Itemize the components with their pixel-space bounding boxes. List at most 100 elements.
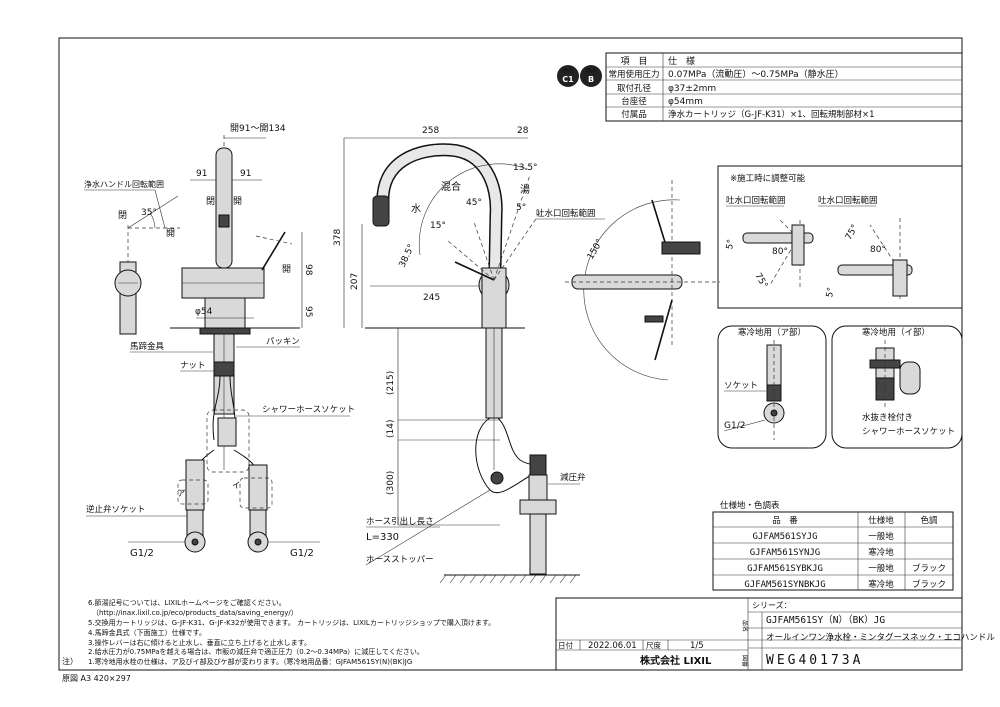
svg-text:15°: 15° bbox=[430, 221, 446, 231]
svg-text:80°: 80° bbox=[772, 247, 788, 257]
svg-text:品 番: 品 番 bbox=[772, 515, 798, 526]
spec-header-item: 項 目 bbox=[620, 56, 647, 67]
water-saving-badge-b: 節湯 B bbox=[580, 65, 602, 87]
svg-text:ナット: ナット bbox=[180, 361, 206, 371]
svg-text:(215): (215) bbox=[386, 371, 396, 395]
svg-text:寒冷地用（ア部）: 寒冷地用（ア部） bbox=[738, 327, 806, 338]
svg-text:13.5°: 13.5° bbox=[513, 163, 538, 173]
svg-text:逆止弁ソケット: 逆止弁ソケット bbox=[86, 504, 146, 515]
svg-text:95: 95 bbox=[303, 306, 313, 317]
svg-text:98: 98 bbox=[303, 264, 313, 276]
svg-text:品名: 品名 bbox=[741, 620, 749, 632]
svg-text:一般地: 一般地 bbox=[868, 531, 894, 542]
svg-text:ブラック: ブラック bbox=[912, 563, 946, 574]
svg-text:(14): (14) bbox=[386, 420, 396, 438]
svg-text:ソケット: ソケット bbox=[724, 381, 758, 391]
svg-text:混合: 混合 bbox=[441, 180, 461, 193]
svg-text:378: 378 bbox=[333, 229, 343, 246]
side-view: 258 28 378 207 245 13.5° 5° 45° 15° 38.5… bbox=[333, 126, 586, 584]
svg-text:浄水ハンドル回転範囲: 浄水ハンドル回転範囲 bbox=[84, 179, 164, 189]
svg-text:イ: イ bbox=[232, 481, 241, 491]
svg-text:減圧弁: 減圧弁 bbox=[560, 472, 586, 483]
cold-area-i-detail: 寒冷地用（イ部） 水抜き栓付き シャワーホースソケット bbox=[831, 325, 963, 449]
note-line: （http://inax.lixil.co.jp/eco/products_da… bbox=[92, 609, 298, 617]
svg-text:パッキン: パッキン bbox=[266, 337, 300, 347]
finish-row-model: GJFAM561SYBKJG bbox=[747, 564, 823, 574]
note-line: 4.馬蹄金具式（下面施工）仕様です。 bbox=[88, 628, 206, 637]
svg-text:図番: 図番 bbox=[741, 655, 748, 667]
notes-label: 注） bbox=[62, 656, 78, 666]
svg-text:45°: 45° bbox=[466, 198, 482, 208]
svg-text:B: B bbox=[588, 75, 594, 84]
svg-text:閉: 閉 bbox=[206, 196, 215, 207]
svg-text:ブラック: ブラック bbox=[912, 579, 946, 590]
title-block: シリーズ： GJFAM561SY（N）（BK）JG オールインワン浄水栓・ミンタ… bbox=[555, 597, 995, 671]
svg-text:節湯: 節湯 bbox=[586, 67, 596, 74]
svg-text:5°: 5° bbox=[825, 287, 837, 299]
drawing-number: WEG40173A bbox=[766, 653, 863, 668]
svg-text:一般地: 一般地 bbox=[868, 563, 894, 574]
svg-text:G1/2: G1/2 bbox=[130, 548, 154, 559]
svg-text:35°: 35° bbox=[141, 208, 157, 218]
spec-table: 項 目 仕 様 常用使用圧力 0.07MPa（流動圧）～0.75MPa（静水圧）… bbox=[605, 52, 963, 122]
note-line: 6.節湯記号については、LIXILホームページをご確認ください。 bbox=[88, 598, 286, 607]
finish-row-model: GJFAM561SYNBKJG bbox=[744, 580, 825, 590]
drawing-date: 2022.06.01 bbox=[588, 641, 637, 651]
svg-text:吐水口回転範囲: 吐水口回転範囲 bbox=[536, 208, 596, 219]
notes-block: 6.節湯記号については、LIXILホームページをご確認ください。 （http:/… bbox=[62, 598, 495, 666]
svg-text:シャワーホースソケット: シャワーホースソケット bbox=[862, 427, 955, 437]
svg-text:仕様地: 仕様地 bbox=[868, 515, 894, 526]
top-view: 吐水口回転範囲 150° bbox=[536, 180, 720, 381]
svg-text:C1: C1 bbox=[562, 75, 574, 84]
svg-text:尺度: 尺度 bbox=[646, 640, 661, 650]
svg-text:開: 開 bbox=[282, 264, 291, 275]
svg-text:馬蹄金具: 馬蹄金具 bbox=[130, 341, 165, 352]
finish-row-model: GJFAM561SYJG bbox=[752, 532, 817, 542]
spout-rotation-detail: ※施工時に調整可能 吐水口回転範囲 吐水口回転範囲 5° 80° 75° 75°… bbox=[717, 165, 963, 309]
spec-row-label: 付属品 bbox=[621, 109, 647, 120]
svg-text:ホース引出し長さ: ホース引出し長さ bbox=[366, 516, 434, 527]
svg-text:207: 207 bbox=[350, 273, 360, 290]
spec-row-value: φ54mm bbox=[668, 97, 703, 107]
svg-text:L=330: L=330 bbox=[366, 532, 399, 543]
svg-text:寒冷地: 寒冷地 bbox=[868, 579, 894, 590]
svg-text:シリーズ：: シリーズ： bbox=[752, 600, 792, 610]
sheet-size-label: 原図 A3 420×297 bbox=[62, 674, 131, 683]
svg-text:吐水口回転範囲: 吐水口回転範囲 bbox=[818, 195, 878, 206]
svg-text:湯: 湯 bbox=[520, 183, 530, 196]
svg-text:28: 28 bbox=[517, 126, 529, 136]
front-view: 開91～開134 91 91 閉 開 開 98 95 φ54 馬蹄金具 パッキン bbox=[86, 123, 355, 559]
spec-row-value: φ37±2mm bbox=[668, 84, 716, 94]
svg-text:5°: 5° bbox=[516, 203, 526, 213]
svg-text:G1/2: G1/2 bbox=[724, 421, 745, 431]
svg-text:仕様地・色調表: 仕様地・色調表 bbox=[720, 500, 780, 511]
svg-text:水抜き栓付き: 水抜き栓付き bbox=[862, 412, 913, 423]
svg-text:75°: 75° bbox=[844, 223, 861, 242]
svg-text:シャワーホースソケット: シャワーホースソケット bbox=[262, 405, 355, 415]
svg-text:245: 245 bbox=[423, 293, 440, 303]
svg-text:150°: 150° bbox=[586, 238, 606, 262]
handle-rotation-diagram: 浄水ハンドル回転範囲 35° 閉 開 bbox=[84, 179, 180, 335]
finish-row-model: GJFAM561SYNJG bbox=[750, 548, 820, 558]
spec-header-spec: 仕 様 bbox=[668, 55, 695, 67]
svg-text:開: 開 bbox=[166, 228, 175, 239]
spec-row-label: 常用使用圧力 bbox=[608, 69, 659, 80]
svg-text:寒冷地: 寒冷地 bbox=[868, 547, 894, 558]
svg-text:38.5°: 38.5° bbox=[398, 243, 417, 269]
svg-text:91: 91 bbox=[240, 169, 251, 179]
svg-text:※施工時に調整可能: ※施工時に調整可能 bbox=[730, 173, 806, 184]
svg-text:φ54: φ54 bbox=[195, 307, 213, 317]
note-line: 1.寒冷地用水栓の仕様は、ア及びイ部及びケ部が変わります。（寒冷地用品番：GJF… bbox=[88, 657, 412, 666]
finish-table: 仕様地・色調表 品 番 仕様地 色調 GJFAM561SYJG 一般地 GJFA… bbox=[712, 500, 954, 591]
svg-text:吐水口回転範囲: 吐水口回転範囲 bbox=[726, 195, 786, 206]
spec-row-label: 取付孔径 bbox=[617, 83, 652, 94]
svg-text:寒冷地用（イ部）: 寒冷地用（イ部） bbox=[862, 327, 930, 338]
spec-row-label: 台座径 bbox=[621, 96, 647, 107]
svg-text:開: 開 bbox=[233, 196, 242, 207]
spec-row-value: 0.07MPa（流動圧）～0.75MPa（静水圧） bbox=[668, 68, 844, 80]
svg-text:80°: 80° bbox=[870, 245, 886, 255]
svg-text:258: 258 bbox=[422, 126, 439, 136]
note-line: 2.給水圧力が0.75MPaを越える場合は、市販の減圧弁で適正圧力（0.2～0.… bbox=[88, 647, 424, 656]
svg-text:日付: 日付 bbox=[558, 640, 573, 650]
water-saving-badge-c1: 節湯 C1 bbox=[557, 65, 579, 87]
